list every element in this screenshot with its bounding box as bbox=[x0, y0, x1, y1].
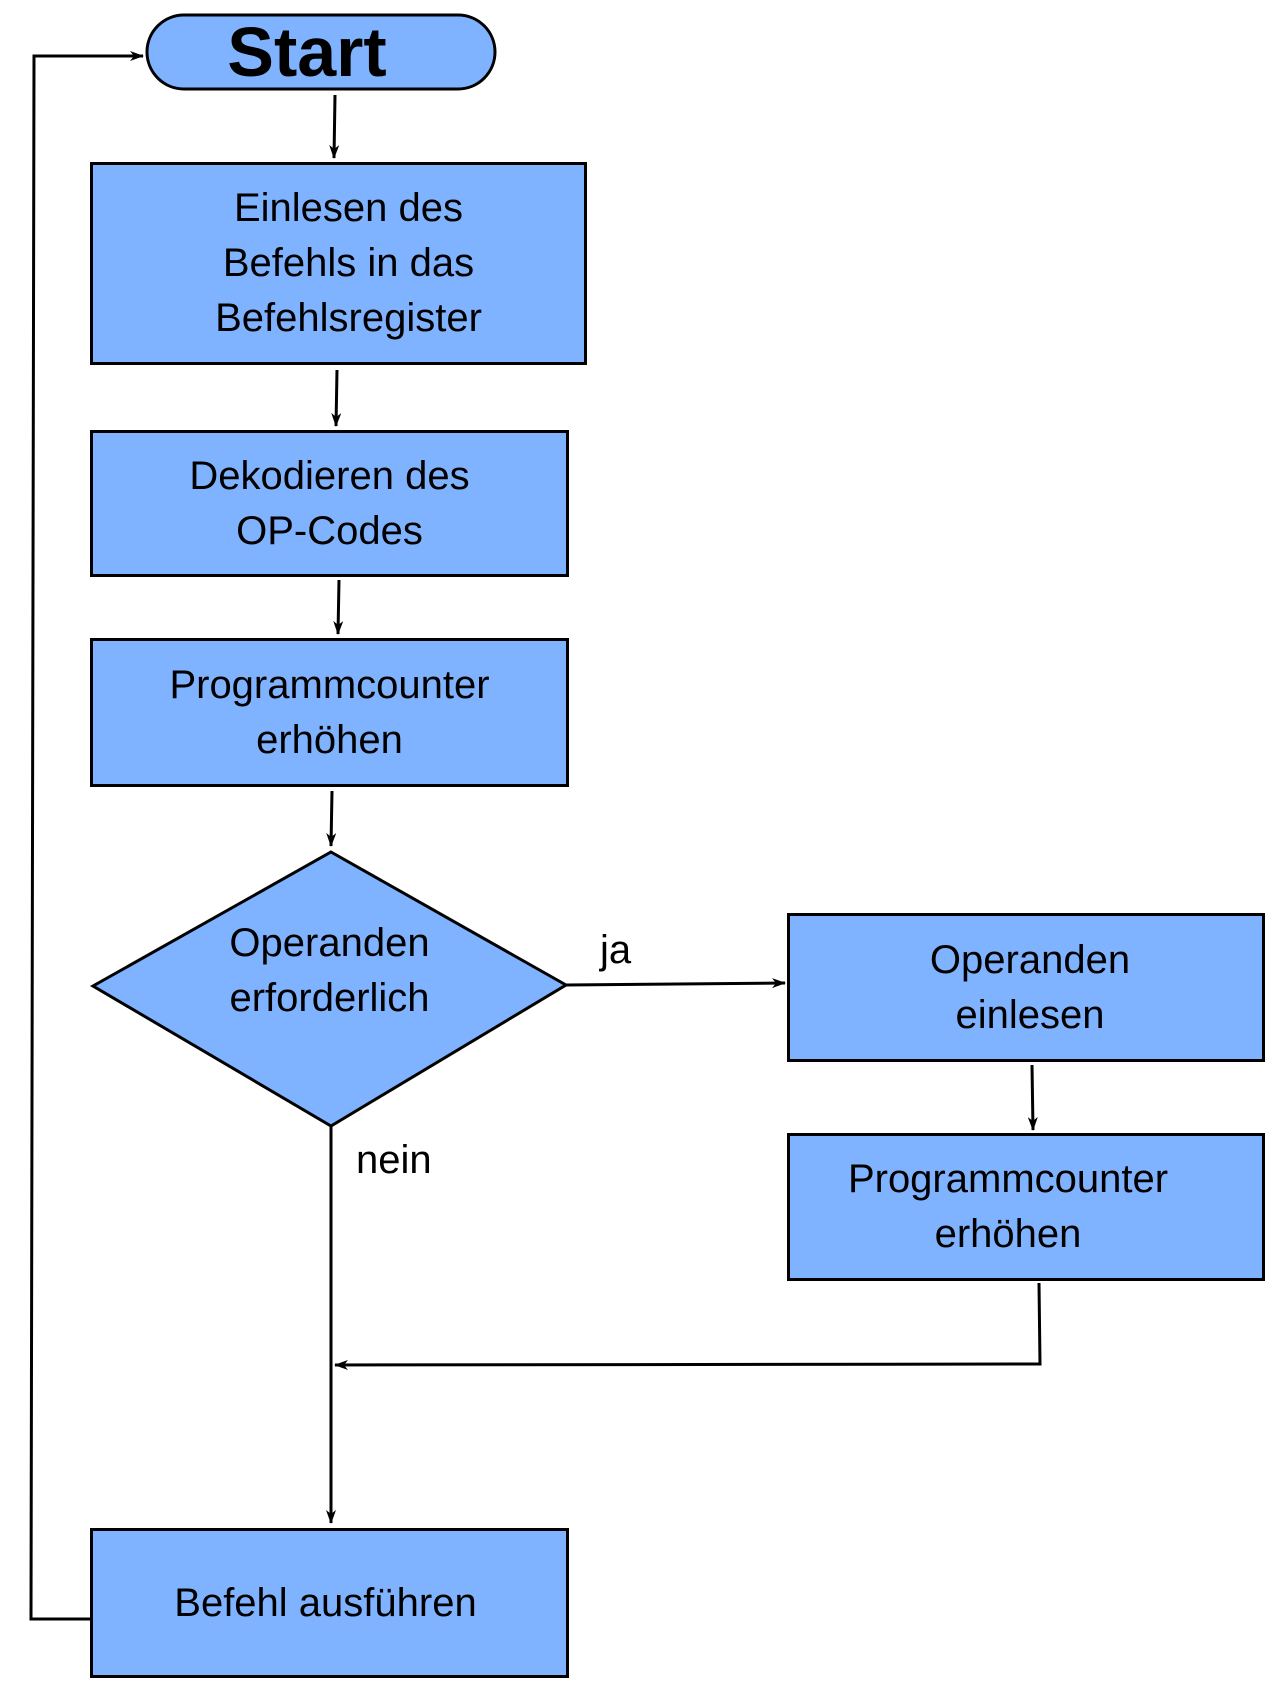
edge-label-no: nein bbox=[356, 1138, 432, 1182]
read-operands-line: einlesen bbox=[955, 992, 1105, 1037]
start-terminator: Start bbox=[147, 15, 495, 89]
decode-opcode-line: Dekodieren des bbox=[189, 453, 470, 498]
box-execute-instruction: Befehl ausführen bbox=[90, 1528, 569, 1678]
read-instruction-line: Befehlsregister bbox=[215, 296, 482, 340]
read-instruction-line: Befehls in das bbox=[222, 241, 475, 285]
read-operands-line: Operanden bbox=[929, 937, 1131, 982]
box-increment-pc-2: Programmcounter erhöhen bbox=[787, 1133, 1265, 1281]
read-instruction-line: Einlesen des bbox=[233, 186, 464, 230]
edge-operands-to-pc2 bbox=[1027, 1064, 1038, 1131]
edge-label-yes: ja bbox=[600, 928, 632, 972]
execute-instruction-line: Befehl ausführen bbox=[174, 1580, 477, 1625]
decode-opcode-line: OP-Codes bbox=[236, 508, 423, 553]
edge-read-to-decode bbox=[331, 369, 342, 427]
edge-decode-to-pc1 bbox=[333, 579, 344, 635]
edge-execute-loopback bbox=[29, 51, 144, 1621]
box-decode-opcode: Dekodieren des OP-Codes bbox=[90, 430, 569, 577]
box-read-instruction: Einlesen des Befehls in das Befehlsregis… bbox=[90, 162, 587, 365]
decision-line: Operanden bbox=[229, 921, 430, 965]
increment-pc-2-line: Programmcounter bbox=[847, 1157, 1169, 1201]
increment-pc-2-line: erhöhen bbox=[934, 1212, 1082, 1256]
edge-decision-yes bbox=[565, 978, 786, 989]
box-increment-pc-1: Programmcounter erhöhen bbox=[90, 638, 569, 787]
start-label: Start bbox=[227, 13, 387, 91]
start-terminator-shape bbox=[145, 13, 497, 91]
edge-pc1-to-decision bbox=[326, 790, 337, 847]
decision-line: erforderlich bbox=[229, 976, 430, 1020]
edge-start-to-read bbox=[329, 94, 340, 159]
decision-operands-required: Operanden erforderlich bbox=[93, 852, 566, 1126]
edge-pc2-merge bbox=[334, 1282, 1042, 1370]
increment-pc-1-line: erhöhen bbox=[256, 717, 403, 762]
increment-pc-1-line: Programmcounter bbox=[169, 662, 490, 707]
box-read-operands: Operanden einlesen bbox=[787, 913, 1265, 1062]
